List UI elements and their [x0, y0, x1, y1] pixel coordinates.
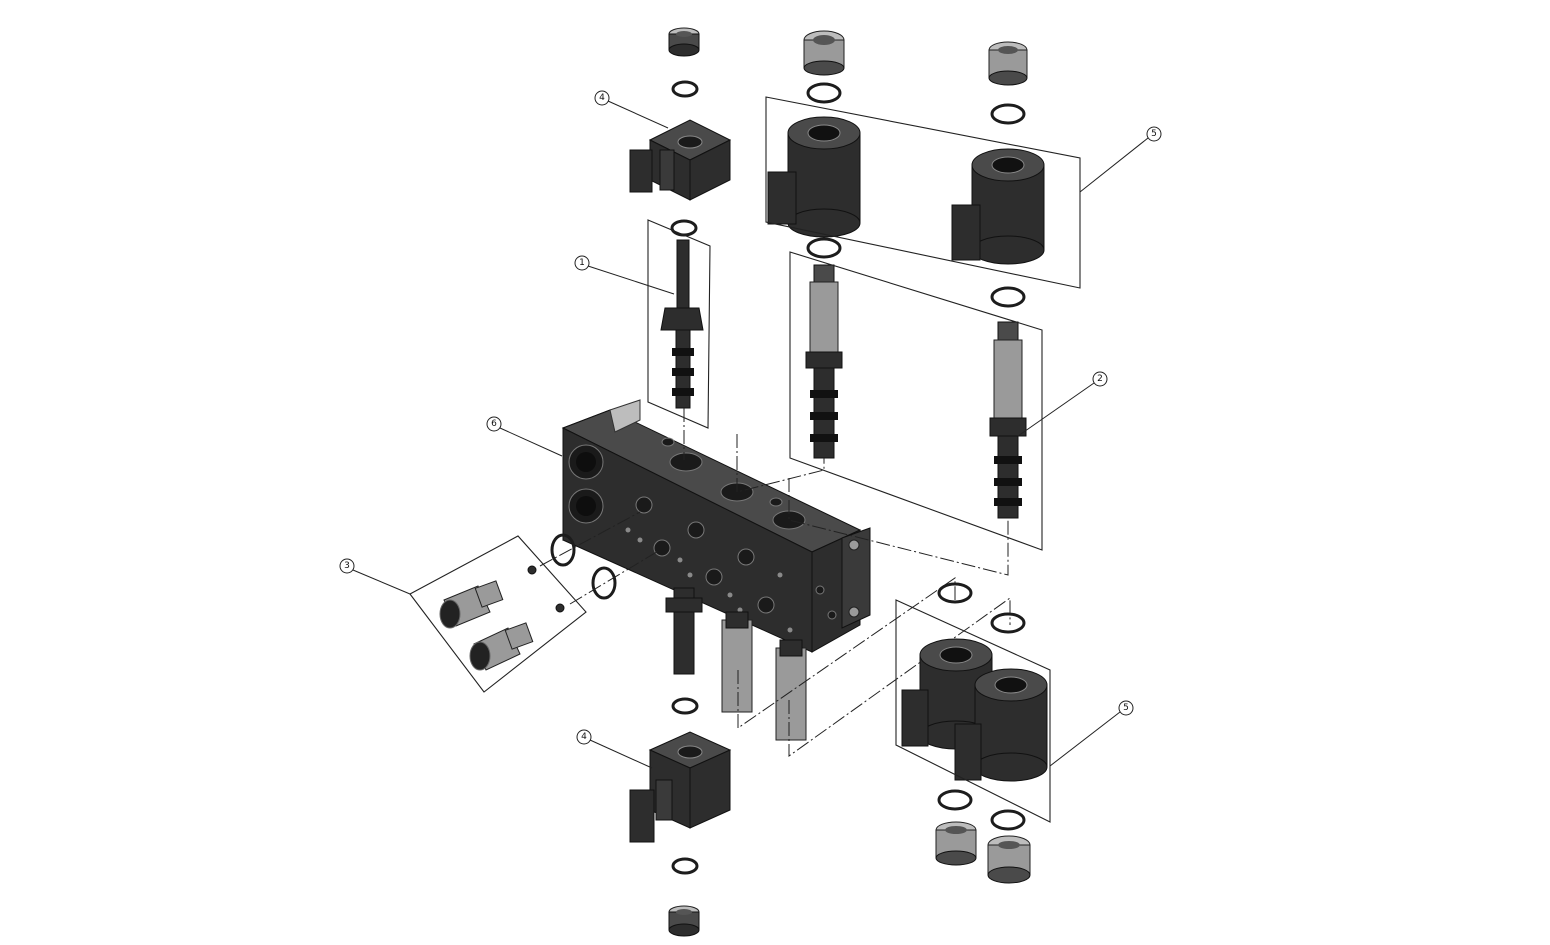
- center-line: [569, 549, 661, 605]
- o-ring: [671, 857, 699, 875]
- o-ring: [937, 789, 973, 811]
- bottom-right-nut-1: [935, 821, 977, 866]
- o-ring: [550, 533, 576, 567]
- top-right-nut-1: [803, 30, 845, 76]
- center-line: [539, 511, 641, 567]
- top-right-coil-2: [951, 148, 1045, 265]
- o-ring: [990, 103, 1026, 125]
- manifold-block: [561, 399, 871, 653]
- assembly-frame: [895, 599, 1051, 823]
- o-ring: [937, 582, 973, 604]
- center-line: [737, 577, 956, 729]
- center-line: [788, 597, 1011, 757]
- callout-label: 5: [1123, 703, 1129, 713]
- o-ring: [670, 219, 698, 237]
- bottom-left-coil: [629, 731, 732, 843]
- lower-cartridge-3: [775, 639, 807, 741]
- center-line: [788, 478, 1009, 576]
- callout-label: 6: [491, 419, 497, 429]
- bottom-right-coil-2: [954, 668, 1048, 782]
- top-left-coil: [629, 119, 732, 201]
- lower-cartridge-1: [665, 587, 703, 675]
- lower-cartridge-2: [721, 611, 753, 713]
- callout-5-bottom: 5: [1049, 700, 1134, 767]
- o-ring: [671, 80, 699, 98]
- cartridge-valve-2: [989, 321, 1027, 519]
- assembly-frame: [409, 535, 587, 693]
- top-left-cartridge: [660, 239, 704, 409]
- callout-label: 4: [581, 732, 587, 742]
- center-line: [736, 434, 825, 493]
- o-ring: [671, 697, 699, 715]
- callout-4-top: 4: [594, 90, 669, 129]
- o-ring: [806, 237, 842, 259]
- callout-label: 1: [579, 258, 585, 268]
- callout-label: 2: [1097, 374, 1103, 384]
- top-left-nut: [668, 27, 700, 57]
- o-ring: [591, 566, 617, 600]
- o-ring: [990, 809, 1026, 831]
- top-right-coil-1: [767, 116, 861, 238]
- plug: [527, 565, 537, 575]
- plug: [555, 603, 565, 613]
- bottom-left-nut: [668, 905, 700, 937]
- callout-label: 5: [1151, 129, 1157, 139]
- assembly-frame: [789, 251, 1043, 551]
- callout-2: 2: [1017, 371, 1108, 437]
- fitting-1: [439, 580, 504, 629]
- assembly-frame: [647, 219, 711, 429]
- callout-4-bottom: 4: [576, 729, 653, 769]
- top-right-nut-2: [988, 41, 1028, 86]
- o-ring: [990, 612, 1026, 634]
- callout-label: 4: [599, 93, 605, 103]
- callout-label: 3: [344, 561, 350, 571]
- fitting-2: [469, 622, 534, 671]
- callout-1: 1: [574, 255, 675, 295]
- assembly-frame: [765, 96, 1081, 289]
- callout-6: 6: [486, 416, 563, 457]
- o-ring: [806, 82, 842, 104]
- cartridge-valve-1: [805, 264, 843, 459]
- callout-3: 3: [339, 558, 411, 595]
- callout-5-top: 5: [1079, 126, 1162, 193]
- bottom-right-nut-2: [987, 835, 1031, 884]
- o-ring: [990, 286, 1026, 308]
